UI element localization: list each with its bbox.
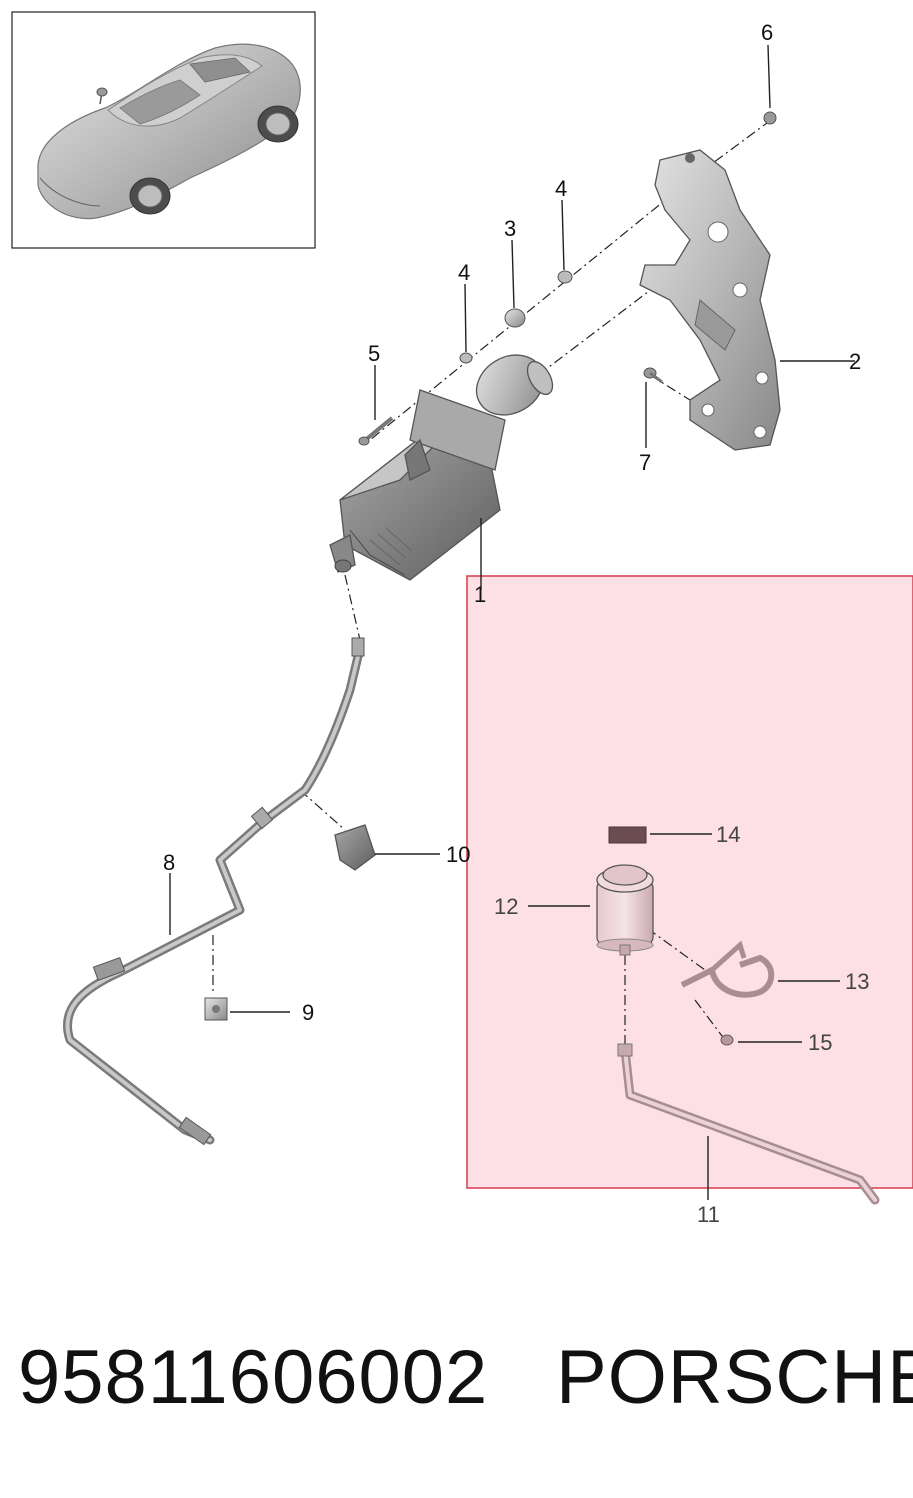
clutch-actuator-part	[329, 354, 554, 581]
callout-4-upper: 4	[555, 176, 567, 201]
vehicle-thumbnail	[11, 11, 316, 249]
callout-6: 6	[761, 20, 773, 45]
callout-11: 11	[697, 1202, 720, 1227]
reservoir-pipe-part-11	[617, 1043, 880, 1205]
callout-13: 13	[845, 969, 869, 994]
callout-7: 7	[639, 450, 651, 475]
part-number: 95811606002	[18, 1335, 489, 1420]
leader-lines	[169, 44, 855, 1200]
seal-part-14	[608, 826, 647, 844]
callout-1: 1	[474, 582, 486, 607]
washer-part-4-upper	[557, 270, 573, 284]
callout-9: 9	[302, 1000, 314, 1025]
small-hardware	[358, 111, 777, 446]
callout-5: 5	[368, 341, 380, 366]
grommet-part-3	[504, 308, 526, 328]
washer-part-4-lower	[459, 352, 473, 364]
holder-part-10	[334, 824, 376, 871]
hydraulic-line-part	[62, 637, 365, 1146]
car-illustration	[37, 43, 301, 220]
callout-4-lower: 4	[458, 260, 470, 285]
nut-part-15	[720, 1034, 734, 1046]
callout-12: 12	[494, 894, 518, 919]
clip-part-9	[204, 997, 228, 1021]
callout-labels: 1 2 3 4 4 5 6 7 8 9 10 11 12 13 14 15	[163, 20, 869, 1227]
callout-14: 14	[716, 822, 740, 847]
callout-2: 2	[849, 349, 861, 374]
callout-10: 10	[446, 842, 470, 867]
bolt-part-5	[358, 416, 394, 446]
nut-part-6	[763, 111, 777, 125]
bracket-part	[639, 149, 781, 451]
callout-15: 15	[808, 1030, 832, 1055]
callout-3: 3	[504, 216, 516, 241]
brand-name: PORSCHE	[556, 1335, 913, 1420]
bolt-part-7	[643, 367, 663, 384]
callout-8: 8	[163, 850, 175, 875]
highlight-region	[466, 575, 913, 1189]
clamp-part-13	[680, 940, 775, 998]
reservoir-part-12	[596, 864, 654, 956]
